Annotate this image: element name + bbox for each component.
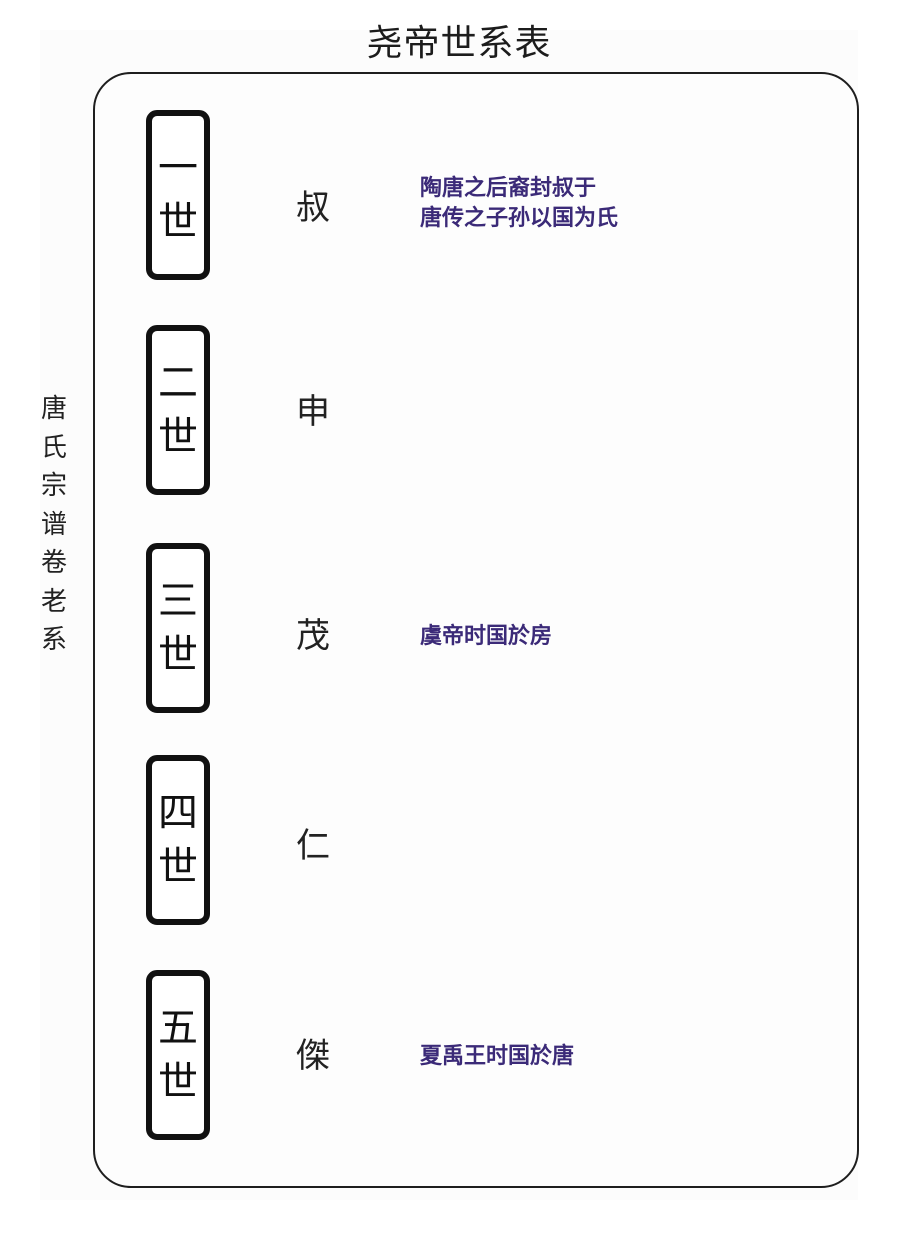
generation-ordinal: 三 (158, 578, 198, 624)
page-title: 尧帝世系表 (366, 23, 552, 64)
generation-note-3: 虞帝时国於房 (420, 622, 552, 652)
side-label: 唐 氏 宗 谱 卷 老 系 (38, 390, 70, 660)
generation-box-3: 三 世 (146, 543, 210, 713)
side-label-char: 谱 (40, 509, 67, 540)
side-label-char: 系 (40, 625, 67, 655)
note-line: 陶唐之后裔封叔于 (420, 176, 597, 201)
generation-suffix: 世 (158, 844, 198, 890)
generation-box-2: 二 世 (146, 325, 210, 495)
generation-ordinal: 四 (158, 790, 198, 836)
side-label-char: 卷 (40, 548, 67, 578)
generation-name-1: 叔 (296, 188, 330, 228)
note-line: 夏禹王时国於唐 (420, 1044, 575, 1069)
generation-name-5: 傑 (296, 1036, 330, 1076)
side-label-char: 唐 (40, 394, 67, 424)
generation-name-2: 申 (296, 392, 330, 432)
side-label-char: 宗 (40, 471, 67, 501)
side-label-char: 老 (40, 586, 67, 617)
generation-suffix: 世 (158, 414, 198, 460)
generation-box-4: 四 世 (146, 755, 210, 925)
generation-name-3: 茂 (296, 616, 330, 656)
generation-suffix: 世 (158, 199, 198, 245)
genealogy-frame (93, 72, 859, 1188)
generation-ordinal: 五 (158, 1005, 198, 1051)
note-line: 唐传之子孙以国为氏 (420, 206, 619, 231)
generation-box-5: 五 世 (146, 970, 210, 1140)
generation-name-4: 仁 (296, 826, 330, 866)
generation-ordinal: 一 (158, 145, 198, 191)
note-line: 虞帝时国於房 (420, 624, 553, 649)
generation-box-1: 一 世 (146, 110, 210, 280)
side-label-char: 氏 (40, 432, 67, 463)
generation-ordinal: 二 (158, 360, 198, 406)
generation-note-1: 陶唐之后裔封叔于 唐传之子孙以国为氏 (420, 174, 618, 234)
generation-note-5: 夏禹王时国於唐 (420, 1042, 574, 1072)
generation-suffix: 世 (158, 632, 198, 678)
generation-suffix: 世 (158, 1059, 198, 1105)
